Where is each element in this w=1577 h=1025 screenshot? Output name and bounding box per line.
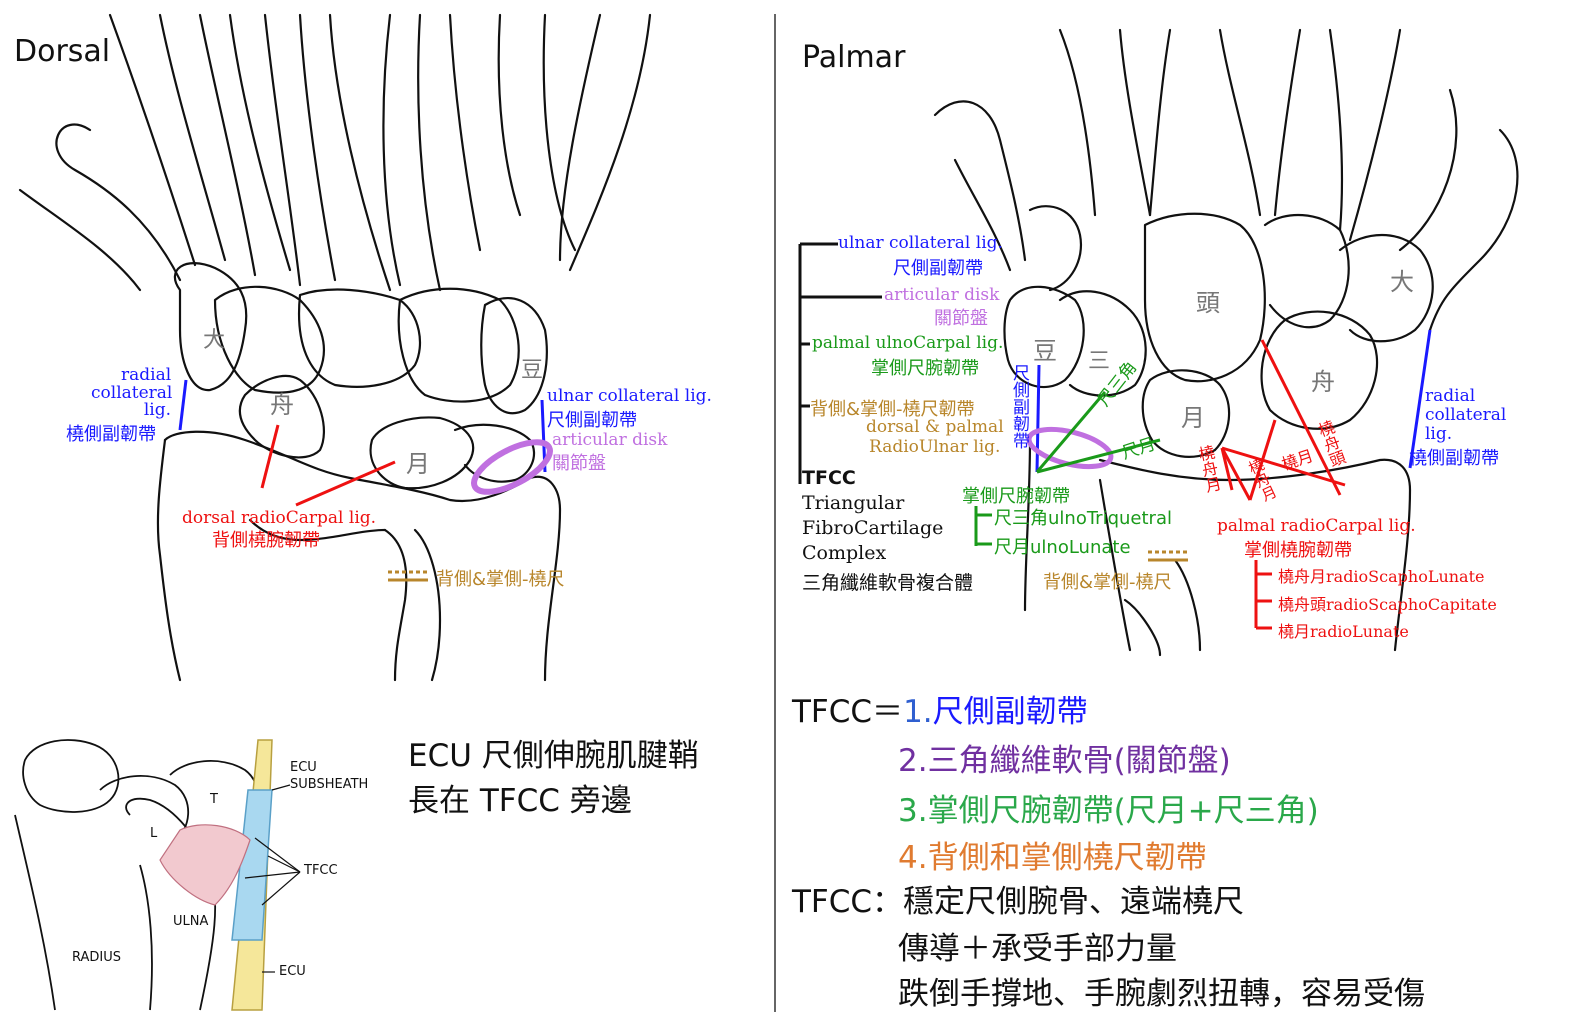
dorsal-articular-disk-ellipse bbox=[471, 439, 553, 495]
palmar-rsc-label: 橈舟頭radioScaphoCapitate bbox=[1278, 595, 1497, 614]
palmar-legend-radioulnar-en2: RadioUlnar lig. bbox=[869, 437, 1001, 457]
summary-line-1: TFCC＝1.尺側副韌帶 bbox=[792, 686, 1088, 731]
dorsal-radial-collateral-line bbox=[178, 379, 188, 431]
dorsal-ulnar-collateral-zh: 尺側副韌帶 bbox=[547, 410, 637, 431]
palmar-bone-scaphoid: 舟 bbox=[1311, 368, 1335, 396]
palmar-rl-label: 橈月radioLunate bbox=[1278, 622, 1409, 641]
dorsal-radiocarpal-line-2 bbox=[295, 460, 396, 507]
palmar-legend-tfcc-l1: Triangular bbox=[802, 492, 905, 514]
palmar-ulnar-collateral-line bbox=[1035, 364, 1041, 473]
summary-role2: 傳導＋承受手部力量 bbox=[898, 931, 1177, 967]
summary-role-line1: TFCC：穩定尺側腕骨、遠端橈尺 bbox=[792, 876, 1244, 921]
ecu-inset-drawing bbox=[14, 739, 301, 1011]
dorsal-radiocarpal-line-1 bbox=[260, 424, 280, 489]
summary-item3: 3.掌側尺腕韌帶(尺月+尺三角) bbox=[898, 793, 1319, 829]
palmar-radiocarpal-bracket bbox=[1254, 560, 1272, 630]
inset-label-ecu-top: ECU bbox=[290, 760, 317, 775]
dorsal-radial-collateral-en2: collateral bbox=[91, 383, 173, 403]
inset-label-ulna: ULNA bbox=[173, 914, 209, 929]
palmar-tfcc-bracket bbox=[798, 242, 882, 484]
summary-role3: 跌倒手撐地、手腕劇烈扭轉，容易受傷 bbox=[898, 976, 1425, 1012]
palmar-legend-radioulnar-zh: 背側&掌側-橈尺韌帶 bbox=[810, 399, 975, 420]
palmar-legend-tfcc: TFCC bbox=[802, 467, 856, 489]
palmar-ulnotriquetral-label: 尺三角ulnoTriquetral bbox=[994, 508, 1172, 529]
dorsal-articular-disk-en: articular disk bbox=[552, 430, 668, 450]
palmar-bone-trapezium: 大 bbox=[1390, 268, 1414, 296]
palmar-radial-collateral-zh: 橈側副韌帶 bbox=[1409, 448, 1499, 469]
palmar-radiocarpal-en: palmal radioCarpal lig. bbox=[1217, 516, 1416, 536]
palmar-legend-radioulnar-en1: dorsal & palmal bbox=[866, 417, 1004, 437]
ecu-note-line2: 長在 TFCC 旁邊 bbox=[408, 783, 632, 819]
palmar-radiocarpal-zh: 掌側橈腕韌帶 bbox=[1244, 540, 1352, 561]
dorsal-radioulnar-symbol bbox=[388, 570, 428, 582]
palmar-ulnolunate-label: 尺月ulnoLunate bbox=[994, 537, 1131, 558]
palmar-bone-capitate: 頭 bbox=[1196, 289, 1220, 317]
palmar-ulnocarpal-bracket bbox=[974, 506, 992, 546]
palmar-title: Palmar bbox=[802, 40, 906, 75]
inset-label-radius: RADIUS bbox=[72, 950, 122, 965]
palmar-bone-triquetrum: 三 bbox=[1088, 349, 1111, 374]
palmar-bone-lunate: 月 bbox=[1181, 404, 1205, 432]
summary-role1: 穩定尺側腕骨、遠端橈尺 bbox=[903, 884, 1245, 920]
palmar-radial-collateral-line bbox=[1408, 329, 1432, 469]
palmar-ulnotriquetral-line bbox=[1035, 391, 1107, 473]
palmar-radiocarpal-lines bbox=[1220, 339, 1346, 501]
dorsal-radial-collateral-en1: radial bbox=[121, 365, 172, 385]
dorsal-radial-collateral-en3: lig. bbox=[143, 400, 171, 420]
dorsal-radioulnar-label: 背側&掌側-橈尺 bbox=[436, 569, 565, 590]
inset-label-ecu: ECU bbox=[279, 964, 306, 979]
ecu-note-line1: ECU 尺側伸腕肌腱鞘 bbox=[408, 738, 699, 774]
palmar-rsl-label: 橈舟月radioScaphoLunate bbox=[1278, 567, 1485, 586]
dorsal-radiocarpal-zh: 背側橈腕韌帶 bbox=[212, 530, 320, 551]
palmar-ulnar-vertical-label: 尺側副韌帶 bbox=[1009, 364, 1029, 449]
dorsal-wrist-drawing bbox=[18, 13, 652, 682]
palmar-legend-disk-en: articular disk bbox=[884, 285, 1000, 305]
palmar-radioulnar-symbol bbox=[1148, 550, 1188, 562]
dorsal-radiocarpal-en: dorsal radioCarpal lig. bbox=[182, 508, 377, 528]
summary-item1: 尺側副韌帶 bbox=[932, 694, 1088, 730]
palmar-radial-collateral-en2: collateral bbox=[1425, 405, 1507, 425]
summary-item1-num: 1. bbox=[903, 694, 933, 730]
summary-role-prefix: TFCC： bbox=[792, 884, 904, 920]
palmar-bone-pisiform: 豆 bbox=[1033, 337, 1057, 365]
summary-prefix: TFCC＝ bbox=[792, 694, 904, 730]
palmar-legend-disk-zh: 關節盤 bbox=[934, 308, 988, 329]
palmar-radial-collateral-en3: lig. bbox=[1425, 424, 1453, 444]
palmar-legend-ulnocarpal-zh: 掌側尺腕韌帶 bbox=[871, 358, 979, 379]
palmar-wrist-drawing bbox=[933, 28, 1519, 657]
dorsal-articular-disk-zh: 關節盤 bbox=[552, 453, 606, 474]
inset-label-subsheath: SUBSHEATH bbox=[290, 777, 369, 792]
palmar-legend-tfcc-l2: FibroCartilage bbox=[802, 517, 944, 539]
dorsal-bone-pisiform: 豆 bbox=[521, 358, 544, 383]
palmar-ulnocarpal-label: 掌側尺腕韌帶 bbox=[962, 486, 1070, 507]
summary-item4: 4.背側和掌側橈尺韌帶 bbox=[898, 840, 1207, 876]
palmar-legend-ulnar-en: ulnar collateral lig. bbox=[838, 233, 1003, 253]
palmar-radioulnar-label: 背側&掌側-橈尺 bbox=[1043, 572, 1172, 593]
palmar-radial-collateral-en1: radial bbox=[1425, 386, 1476, 406]
dorsal-title: Dorsal bbox=[14, 34, 111, 69]
dorsal-bone-lunate: 月 bbox=[406, 450, 430, 478]
dorsal-bone-scaphoid: 舟 bbox=[270, 391, 294, 419]
dorsal-radial-collateral-zh: 橈側副韌帶 bbox=[66, 424, 156, 445]
inset-label-tfcc: TFCC bbox=[304, 863, 338, 878]
dorsal-ulnar-collateral-en: ulnar collateral lig. bbox=[547, 386, 712, 406]
palmar-ulnolunate-line bbox=[1036, 438, 1161, 474]
palmar-legend-tfcc-l3: Complex bbox=[802, 542, 887, 564]
palmar-legend-tfcc-zh: 三角纖維軟骨複合體 bbox=[802, 572, 974, 594]
inset-label-l: L bbox=[150, 826, 158, 841]
inset-label-t: T bbox=[210, 792, 218, 807]
palmar-legend-ulnar-zh: 尺側副韌帶 bbox=[893, 258, 983, 279]
summary-item2: 2.三角纖維軟骨(關節盤) bbox=[898, 743, 1231, 779]
dorsal-bone-trapezium: 大 bbox=[203, 328, 226, 353]
palmar-legend-ulnocarpal-en: palmal ulnoCarpal lig. bbox=[812, 333, 1004, 353]
